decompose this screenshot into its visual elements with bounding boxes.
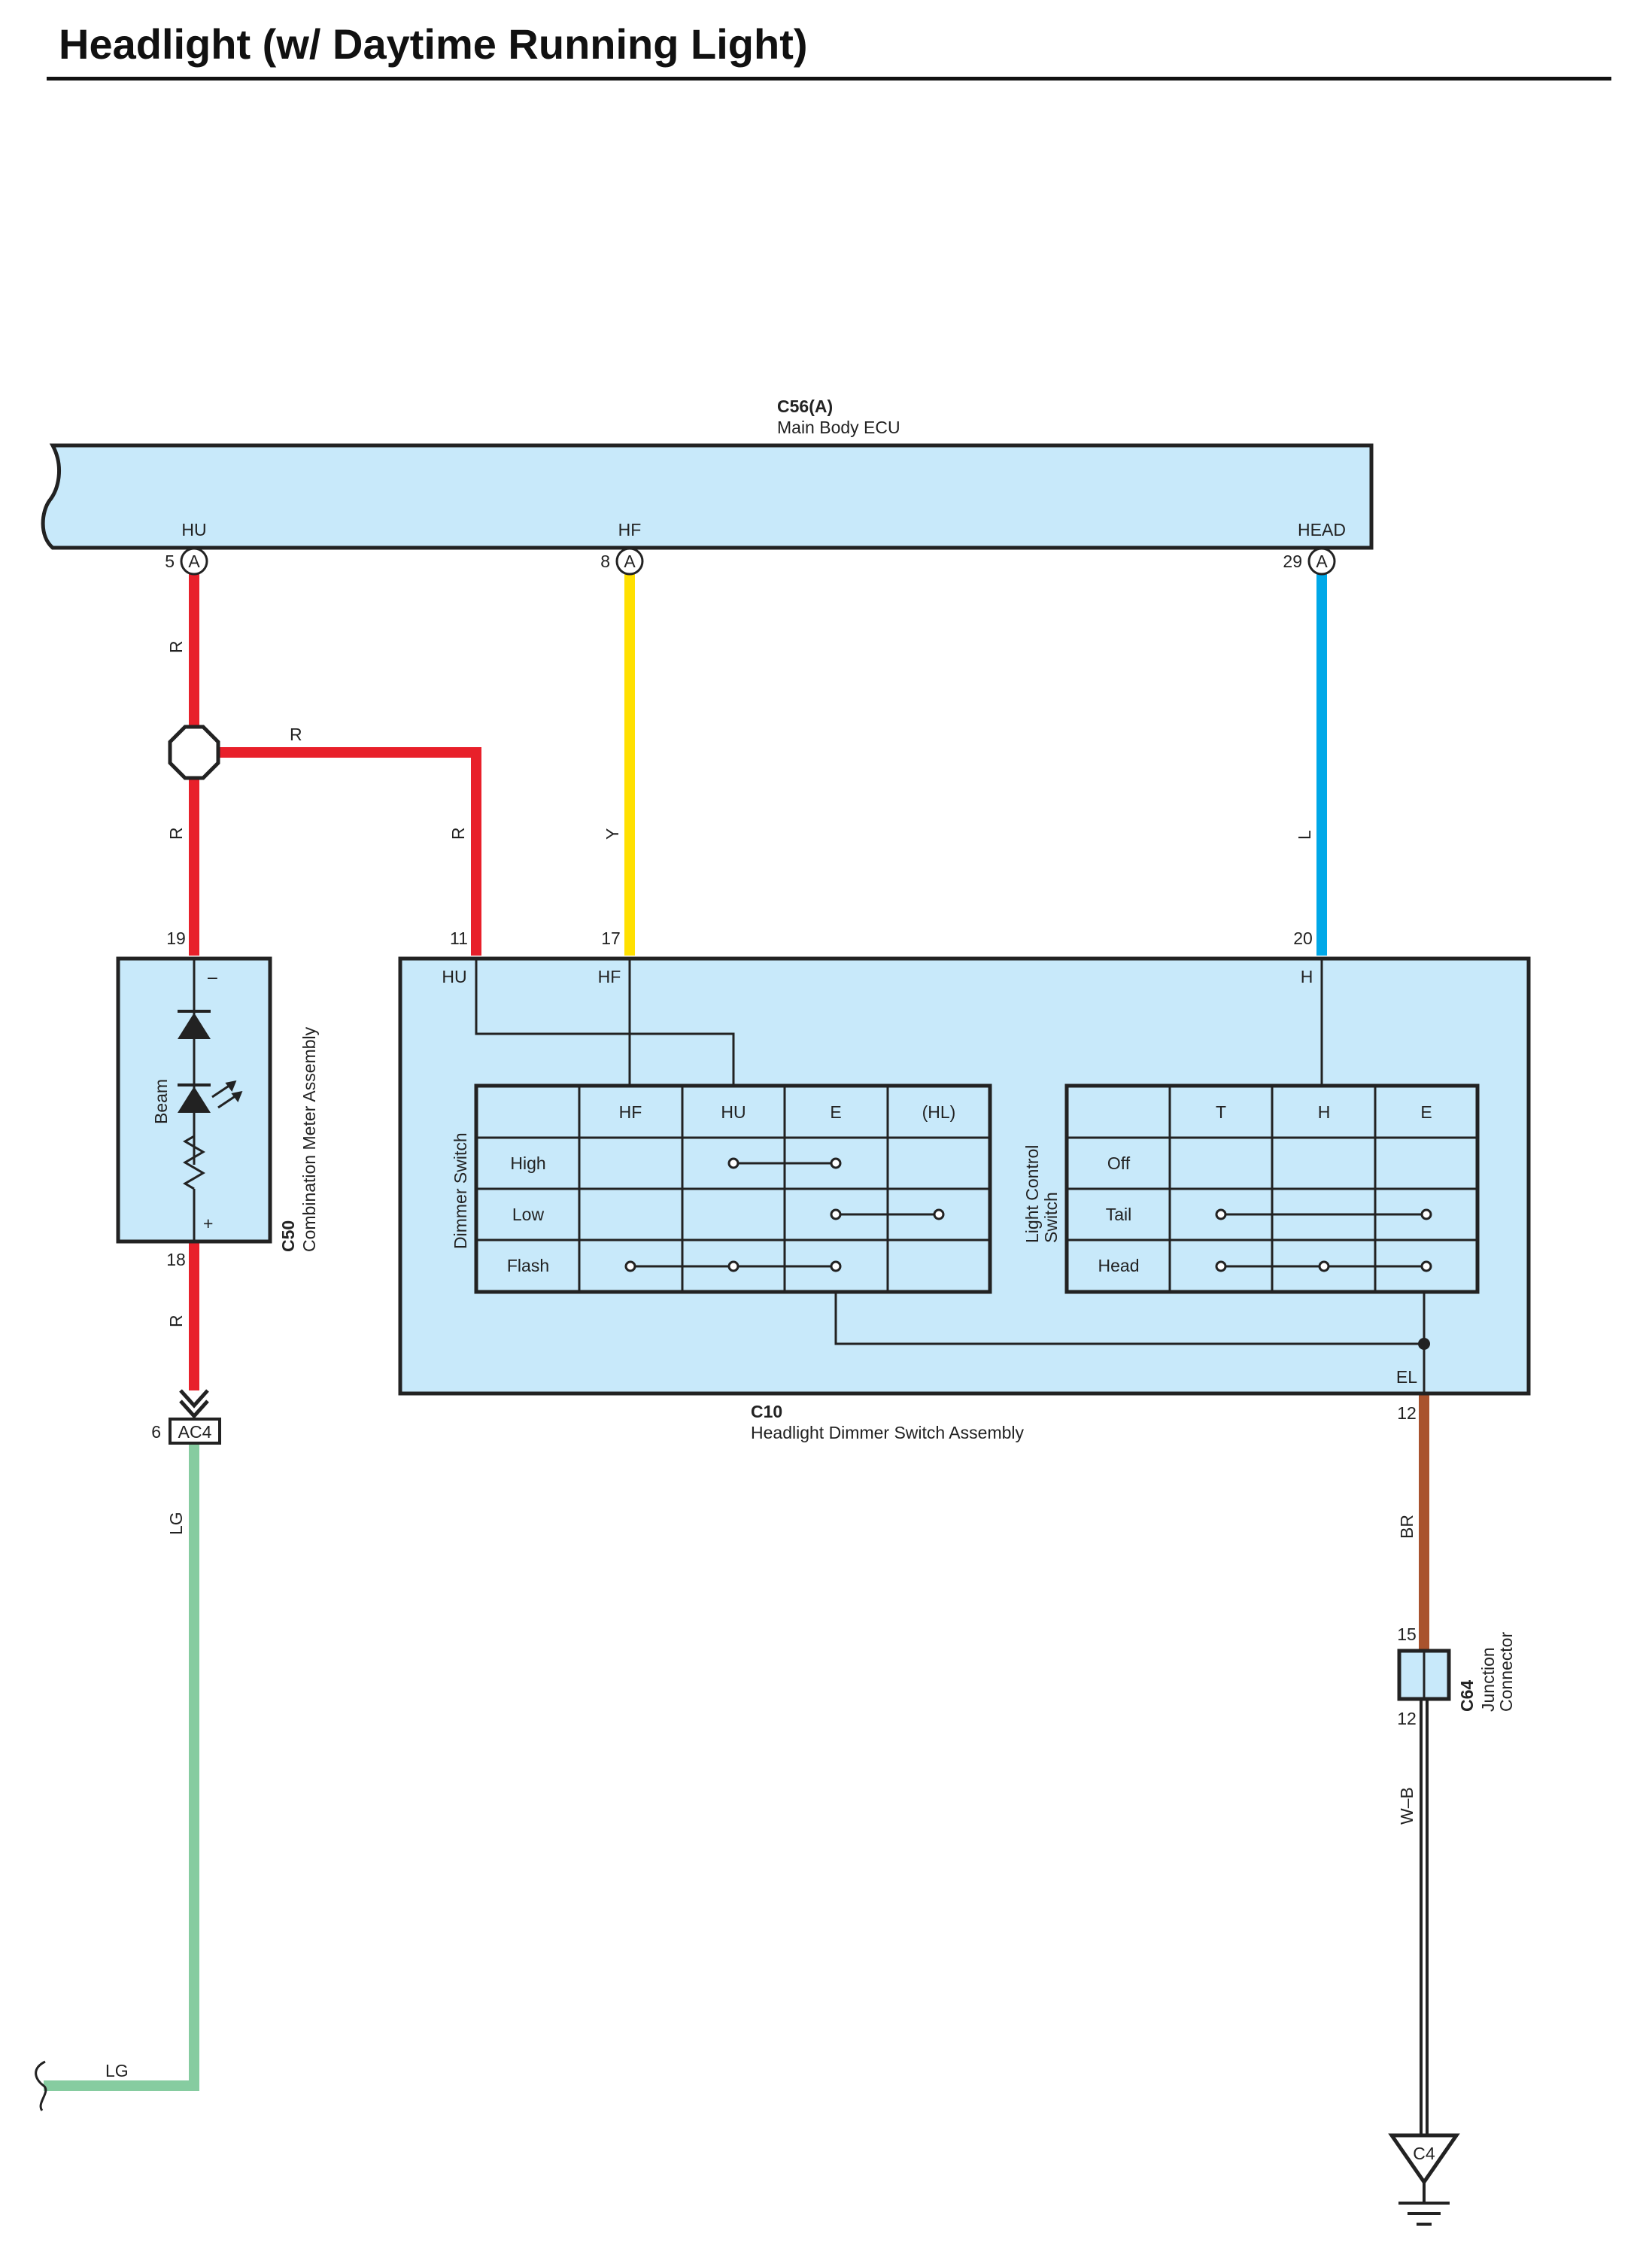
connector-ac4 — [169, 1418, 221, 1445]
dimmer-row-high: High — [510, 1153, 545, 1173]
junction-ref: C64 — [1457, 1680, 1477, 1712]
meter-pin-top: 19 — [166, 928, 186, 948]
dimmer-row-low: Low — [512, 1205, 545, 1224]
beam-indicator-circuit — [178, 959, 243, 1241]
meter-plus: + — [203, 1214, 213, 1233]
ground-triangle-icon — [1388, 2133, 1460, 2186]
svg-text:A: A — [1316, 552, 1328, 571]
title-bar: Headlight (w/ Daytime Running Light) — [47, 17, 1611, 81]
lg-wire-end — [35, 2060, 47, 2111]
dimmer-switch-table — [474, 1083, 992, 1294]
connector-ac4-pin: 6 — [151, 1422, 161, 1442]
ecu-pin-num-head: 29 — [1283, 552, 1302, 571]
ecu-pin-num-hu: 5 — [165, 552, 175, 571]
connector-ac4-label: AC4 — [178, 1422, 212, 1442]
dimmer-continuity — [624, 1157, 945, 1272]
wire-label-r5: R — [166, 1314, 186, 1327]
ecu-pin-label-hf: HF — [618, 520, 642, 539]
wire-label-r3: R — [166, 827, 186, 840]
ecu-pin-label-hu: HU — [181, 520, 206, 539]
junction-name-line2: Connector — [1496, 1632, 1516, 1712]
light-control-switch-table — [1064, 1083, 1480, 1294]
light-col-t: T — [1216, 1102, 1226, 1122]
meter-ref: C50 — [278, 1220, 298, 1252]
ground-symbol-icon — [1398, 2182, 1450, 2226]
page-title: Headlight (w/ Daytime Running Light) — [59, 20, 808, 68]
dimmer-col-hl: (HL) — [922, 1102, 956, 1122]
dimmer-col-hu: HU — [721, 1102, 746, 1122]
ecu-name: Main Body ECU — [777, 418, 900, 437]
light-row-head: Head — [1098, 1256, 1140, 1275]
dimmer-pin-num-hf: 17 — [601, 928, 621, 948]
junction-pin-bottom: 12 — [1397, 1709, 1417, 1728]
ecu-pin-label-head: HEAD — [1298, 520, 1346, 539]
dimmer-pin-label-hu: HU — [442, 967, 466, 986]
light-col-h: H — [1318, 1102, 1331, 1122]
dimmer-pin-label-hf: HF — [598, 967, 621, 986]
headlight-dimmer-switch-assembly — [398, 956, 1531, 1396]
wire-label-l: L — [1295, 830, 1314, 840]
led-light-rays-icon — [211, 1080, 243, 1109]
led-icon — [178, 1086, 211, 1113]
meter-name: Combination Meter Assembly — [299, 1026, 319, 1252]
wire-label-y: Y — [603, 828, 622, 840]
wire-label-lg2: LG — [105, 2061, 129, 2080]
diode-icon — [178, 1013, 211, 1039]
wire-label-lg1: LG — [166, 1512, 186, 1535]
internal-splice-dot — [1418, 1338, 1430, 1350]
splice-junction — [168, 725, 220, 780]
wire-label-r1: R — [166, 640, 186, 653]
ecu-ref: C56(A) — [777, 397, 833, 416]
junction-pin-top: 15 — [1397, 1624, 1417, 1644]
wire-label-br: BR — [1397, 1515, 1417, 1539]
ground-label: C4 — [1413, 2144, 1435, 2163]
ecu-pin-num-hf: 8 — [600, 552, 610, 571]
light-row-tail: Tail — [1106, 1205, 1132, 1224]
meter-pin-bottom: 18 — [166, 1250, 186, 1269]
ecu-pin-hu: A — [180, 547, 208, 576]
wire-lg — [44, 1445, 199, 2091]
ecu-pin-head: A — [1307, 547, 1336, 576]
wire-label-wb: W–B — [1397, 1787, 1417, 1825]
ecu-pin-hf: A — [615, 547, 644, 576]
light-control-title-line2: Switch — [1041, 1192, 1061, 1243]
dimmer-pin-label-h: H — [1301, 967, 1313, 986]
dimmer-pin-label-el: EL — [1396, 1367, 1417, 1387]
light-row-off: Off — [1107, 1153, 1131, 1173]
light-control-title-line1: Light Control — [1022, 1145, 1042, 1243]
dimmer-col-hf: HF — [619, 1102, 642, 1122]
meter-minus: – — [208, 967, 217, 986]
svg-text:A: A — [624, 552, 636, 571]
wire-r-junction-to-dimmer — [216, 747, 481, 956]
connector-ac4-arrow-icon — [179, 1389, 209, 1419]
light-col-e: E — [1420, 1102, 1432, 1122]
junction-name-line1: Junction — [1478, 1647, 1498, 1712]
meter-beam-label: Beam — [151, 1079, 171, 1124]
main-body-ecu — [41, 443, 1374, 550]
wire-label-r4: R — [448, 827, 468, 840]
wire-label-r2: R — [290, 725, 302, 744]
dimmer-pin-num-el: 12 — [1397, 1403, 1417, 1423]
dimmer-col-e: E — [830, 1102, 841, 1122]
dimmer-pin-num-hu: 11 — [450, 928, 468, 948]
dimmer-switch-title: Dimmer Switch — [451, 1132, 470, 1249]
resistor-icon — [183, 1135, 205, 1190]
svg-text:A: A — [188, 552, 200, 571]
dimmer-pin-num-h: 20 — [1293, 928, 1313, 948]
dimmer-assembly-ref: C10 — [751, 1402, 782, 1421]
dimmer-row-flash: Flash — [507, 1256, 549, 1275]
light-control-continuity — [1215, 1208, 1432, 1272]
dimmer-assembly-name: Headlight Dimmer Switch Assembly — [751, 1423, 1025, 1442]
